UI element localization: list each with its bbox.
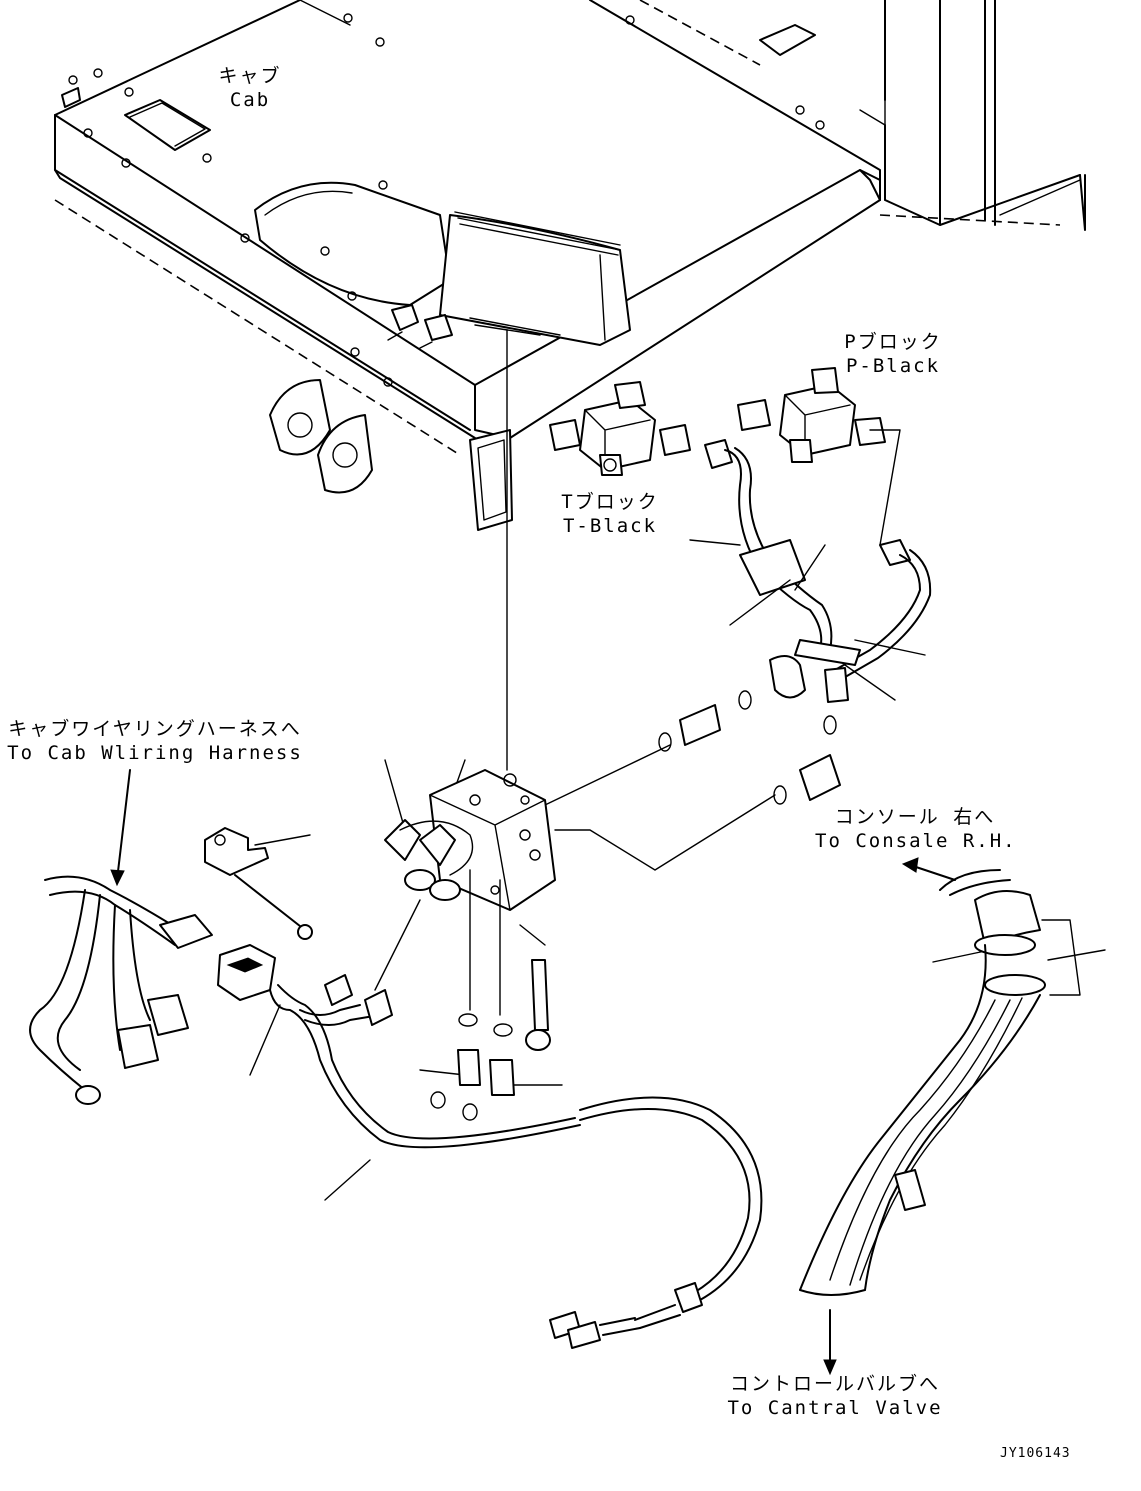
drawing-code: JY106143 bbox=[1000, 1446, 1071, 1461]
p-block-label: Pブロック P-Black bbox=[828, 330, 958, 378]
valve-block bbox=[384, 769, 556, 911]
cab-wiring-harness-label-en: To Cab Wliring Harness bbox=[7, 742, 303, 764]
p-block bbox=[737, 367, 886, 463]
cab-wiring-harness-label: キャブワイヤリングハーネスへ To Cab Wliring Harness bbox=[5, 717, 305, 765]
control-valve-label-en: To Cantral Valve bbox=[727, 1397, 943, 1419]
cab-label-en: Cab bbox=[229, 89, 271, 111]
console-duct bbox=[799, 869, 1046, 1296]
t-block bbox=[549, 381, 691, 476]
arrows bbox=[110, 769, 956, 1376]
harness bbox=[204, 827, 763, 1349]
cab-label: キャブ Cab bbox=[205, 64, 295, 112]
cab-wiring-harness bbox=[29, 875, 213, 1105]
console-rh-label: コンソール 右へ To Consale R.H. bbox=[815, 805, 1015, 853]
control-valve-label-jp: コントロールバルブへ bbox=[729, 1373, 940, 1395]
hoses bbox=[658, 429, 932, 805]
cab-floor-frame bbox=[54, 0, 1086, 531]
cab-wiring-harness-label-jp: キャブワイヤリングハーネスへ bbox=[8, 718, 302, 740]
leader-lines bbox=[249, 539, 1106, 1201]
control-valve-label: コントロールバルブへ To Cantral Valve bbox=[720, 1372, 950, 1420]
t-block-label-en: T-Black bbox=[562, 515, 658, 537]
console-rh-label-jp: コンソール 右へ bbox=[834, 806, 996, 828]
p-block-label-jp: Pブロック bbox=[844, 331, 942, 353]
console-rh-label-en: To Consale R.H. bbox=[815, 830, 1017, 852]
p-block-label-en: P-Black bbox=[845, 355, 941, 377]
t-block-label: Tブロック T-Black bbox=[545, 490, 675, 538]
cab-label-jp: キャブ bbox=[218, 65, 282, 87]
t-block-label-jp: Tブロック bbox=[561, 491, 659, 513]
bolts-and-orings bbox=[430, 869, 551, 1121]
